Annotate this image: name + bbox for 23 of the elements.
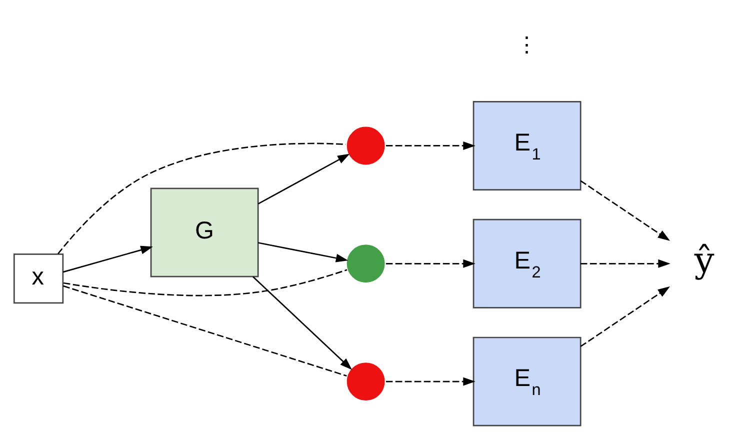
node-box: x [13,253,64,304]
node-box: E$_{2}$ [472,218,582,308]
arrow [580,180,670,241]
node-circle [345,361,386,402]
node-text: ŷ [694,240,714,282]
arrow [62,246,153,273]
arrow [580,259,670,268]
node-box: E$_{1}$ [472,101,582,190]
connector [63,285,347,377]
arrow [258,242,348,262]
arrow [252,276,352,370]
arrow [258,154,350,204]
arrow [580,286,670,348]
arrow [386,141,476,150]
connector [63,269,348,296]
label: ⋮ [516,32,538,57]
connector [58,142,346,254]
node-box: G [150,188,259,278]
node-circle [345,125,386,166]
node-circle [345,243,386,284]
node-box: E$_{n}$ [472,336,582,426]
arrow [386,259,476,268]
arrow [386,377,476,386]
